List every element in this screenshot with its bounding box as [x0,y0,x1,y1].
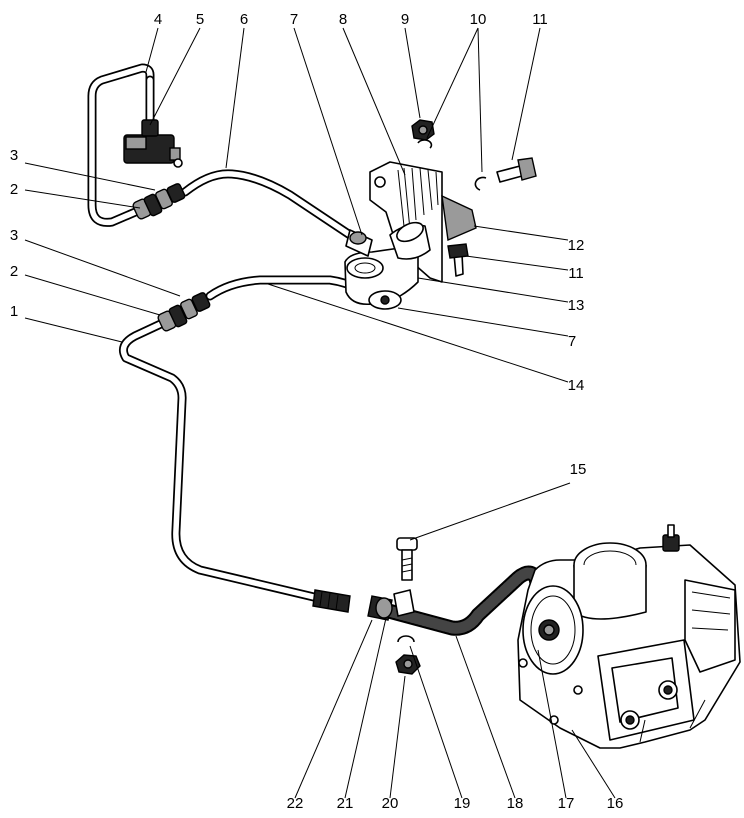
fitting-22 [312,589,351,613]
label-20: 20 [382,795,399,812]
label-10: 10 [470,11,487,28]
leader-lines [24,27,616,799]
label-1: 1 [10,303,18,320]
label-11-lower: 11 [568,265,584,282]
label-19: 19 [454,795,471,812]
clamp-21 [367,589,415,621]
bolt-11-upper [496,157,537,183]
label-18: 18 [507,795,524,812]
fitting-2-3-lower [157,292,211,332]
label-14: 14 [568,377,585,394]
label-16: 16 [607,795,624,812]
label-4: 4 [154,11,162,28]
label-22: 22 [287,795,304,812]
pipe-loop-4 [87,63,155,227]
label-2-upper: 2 [10,181,18,198]
label-13: 13 [568,297,585,314]
bolt-15 [396,537,418,581]
fitting-2-3-upper [132,183,186,220]
label-12: 12 [568,237,585,254]
label-11-upper: 11 [532,11,548,28]
label-7-lower: 7 [568,333,576,350]
pipe-6 [180,169,355,240]
cylinder-17 [522,585,584,675]
washer-10-upper [417,139,433,149]
callout-labels: 4 5 6 7 8 9 10 11 3 2 12 11 3 2 13 1 7 1… [10,11,624,812]
label-21: 21 [337,795,354,812]
washer-10-lower [474,176,487,191]
nut-20 [395,654,421,675]
label-5: 5 [196,11,204,28]
label-6: 6 [240,11,248,28]
label-8: 8 [339,11,347,28]
sensor-5 [123,119,183,168]
pipe-1 [119,317,323,603]
label-3-lower: 3 [10,227,18,244]
washer-19 [397,635,415,643]
label-15: 15 [570,461,587,478]
label-9: 9 [401,11,409,28]
bolt-11-lower [447,243,469,277]
label-17: 17 [558,795,575,812]
pipe-14 [205,275,367,301]
valve-13 [344,221,431,310]
label-2-lower: 2 [10,263,18,280]
label-3-upper: 3 [10,147,18,164]
label-7-upper: 7 [290,11,298,28]
housing-16 [517,524,741,749]
